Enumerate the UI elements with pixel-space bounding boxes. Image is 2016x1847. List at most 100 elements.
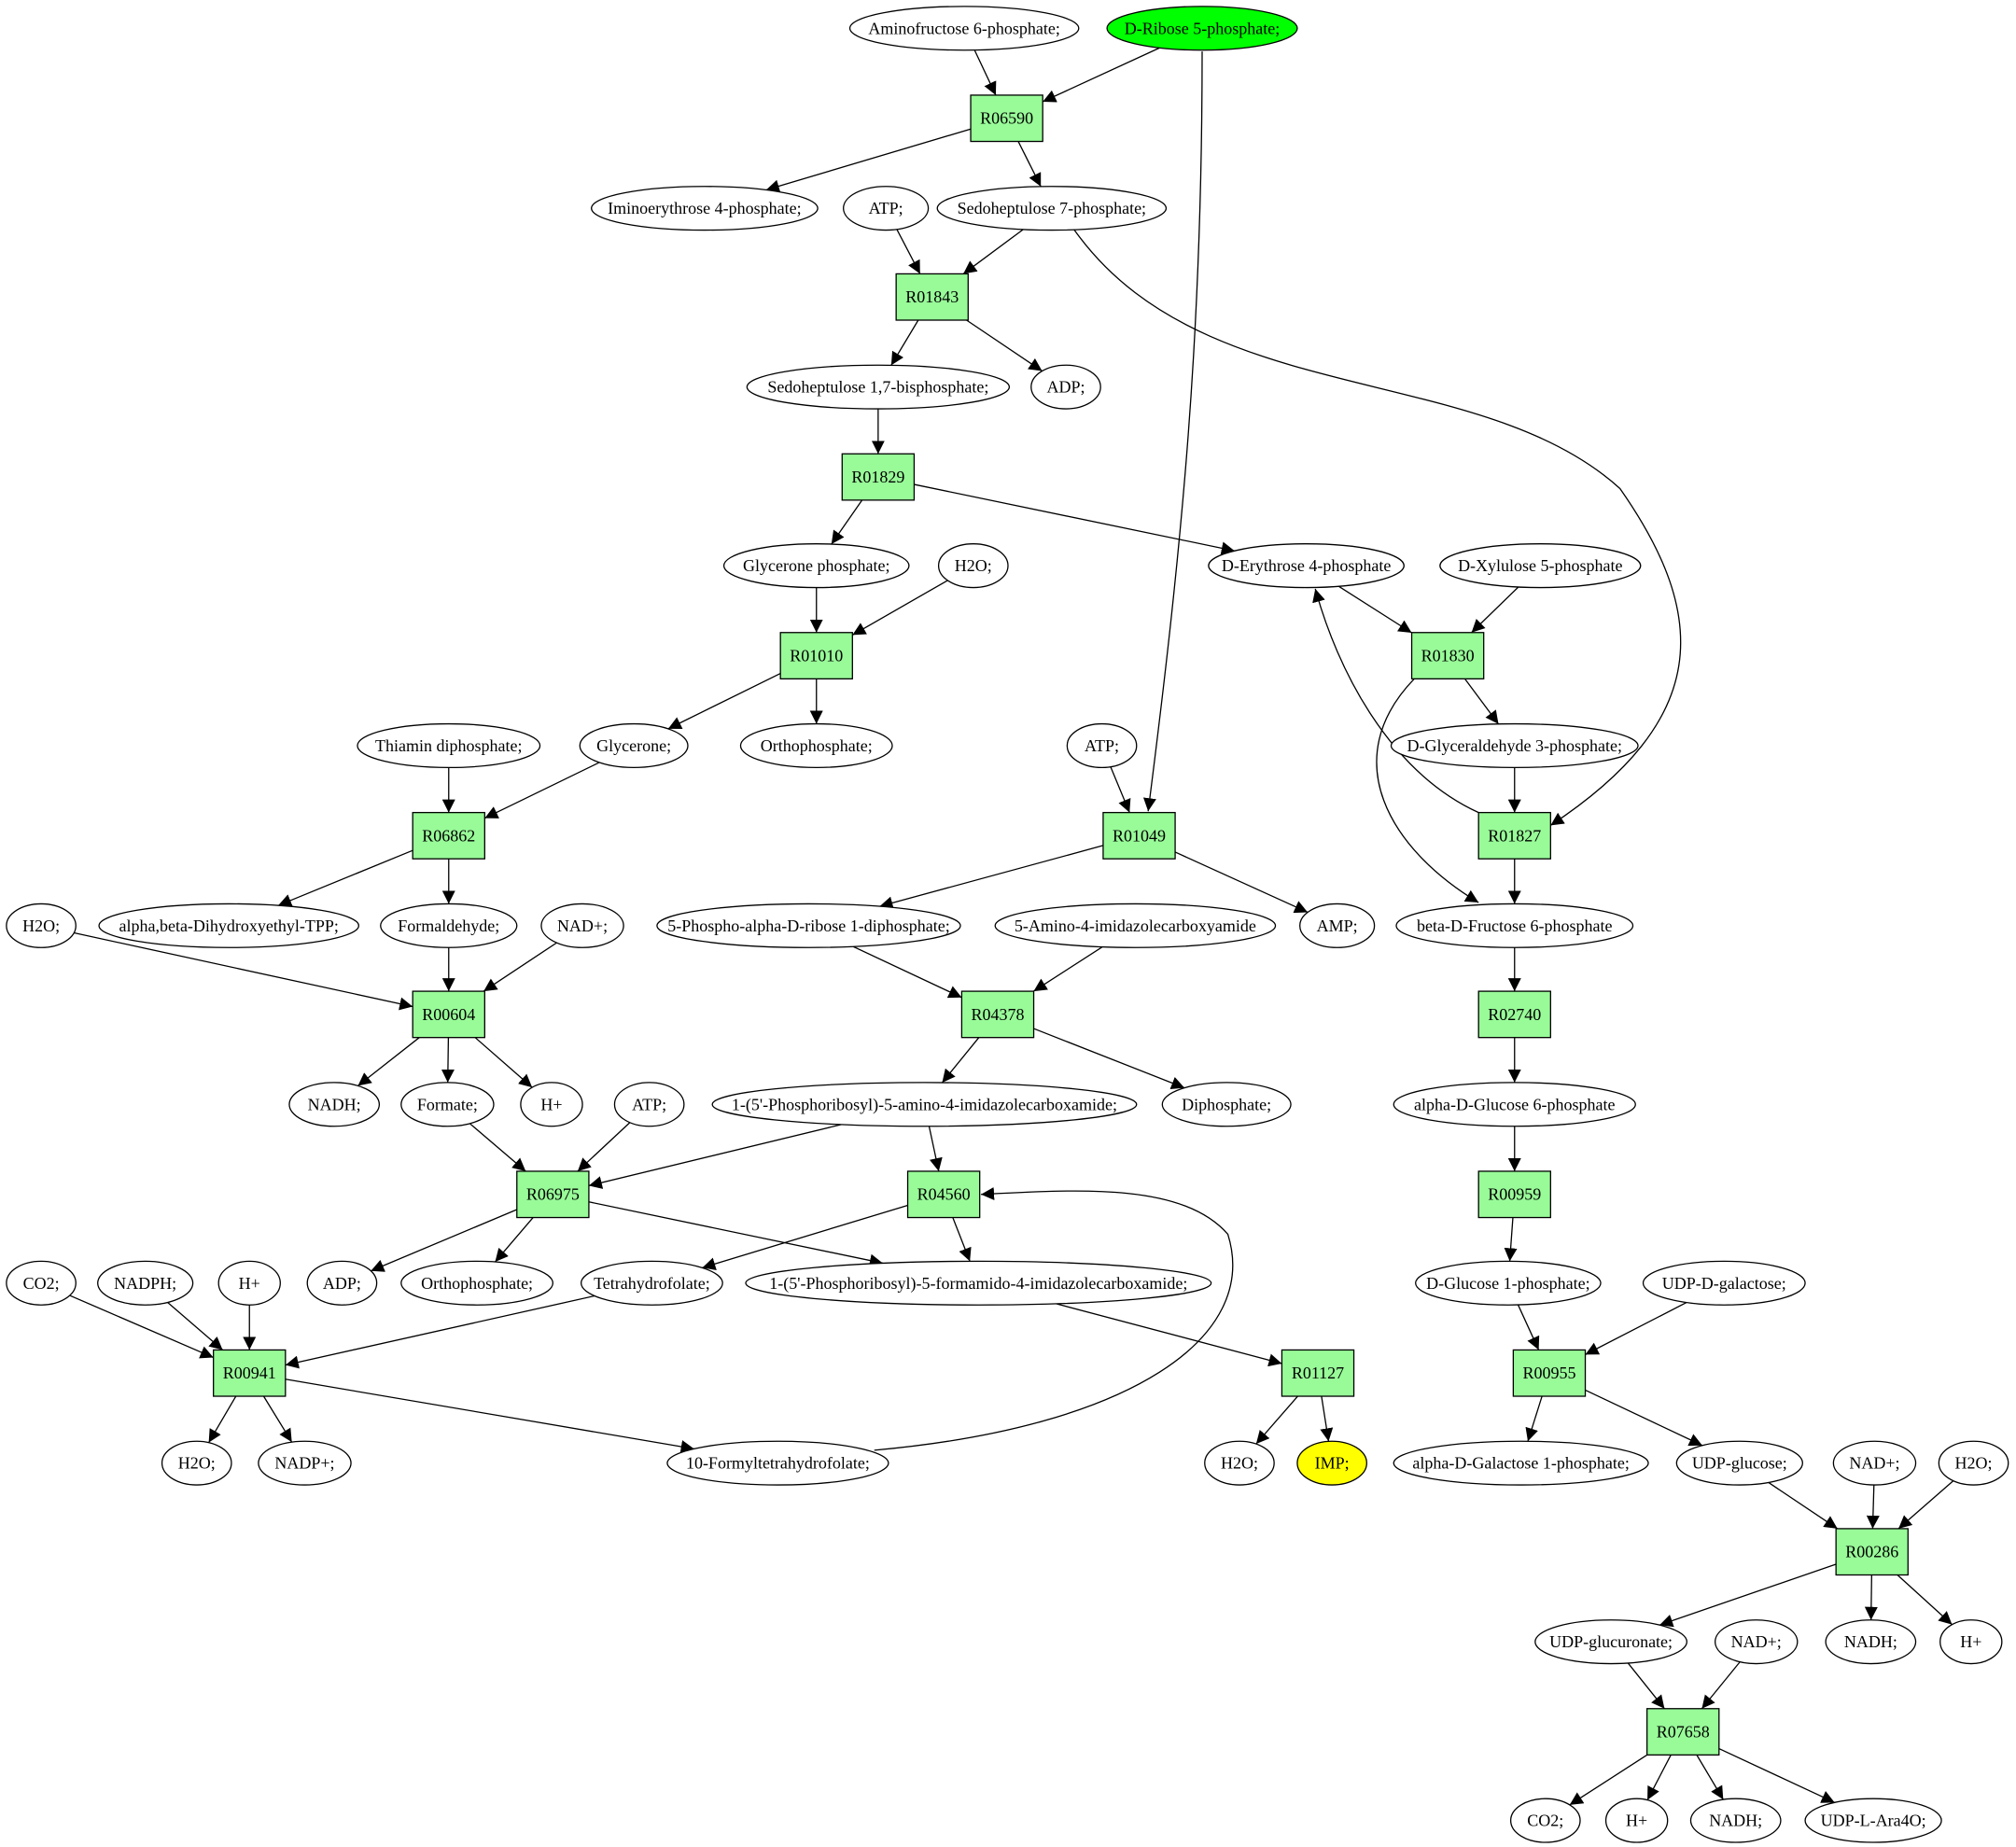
- edge-R01830-to-dglyceraldehyde3p: [1464, 678, 1500, 725]
- metabolite-ellipse: [1534, 1619, 1687, 1665]
- metabolite-node-atp1: ATP;: [843, 186, 930, 231]
- reaction-node-R00286: R00286: [1835, 1528, 1909, 1576]
- node-label: alpha-D-Galactose 1-phosphate;: [1412, 1454, 1629, 1473]
- reaction-box: [412, 811, 485, 860]
- reaction-node-R07658: R07658: [1645, 1708, 1720, 1756]
- edge-R00955-to-adgalactose1p: [1525, 1395, 1543, 1442]
- metabolite-node-h2o4: H2O;: [1204, 1440, 1275, 1486]
- metabolite-node-atp3: ATP;: [613, 1082, 685, 1127]
- edge-aicar-to-R04560: [928, 1126, 943, 1172]
- metabolite-node-sedoheptulose7p: Sedoheptulose 7-phosphate;: [936, 186, 1168, 231]
- node-label: R06862: [422, 826, 475, 845]
- reaction-node-R06975: R06975: [516, 1170, 590, 1219]
- node-label: 1-(5'-Phosphoribosyl)-5-amino-4-imidazol…: [732, 1095, 1117, 1114]
- reaction-node-R04378: R04378: [960, 990, 1035, 1039]
- metabolite-node-dglyceraldehyde3p: D-Glyceraldehyde 3-phosphate;: [1390, 722, 1639, 769]
- metabolite-node-nadplus1: NAD+;: [540, 903, 624, 948]
- node-label: Glycerone;: [596, 736, 671, 755]
- node-label: NADH;: [1844, 1632, 1897, 1651]
- node-label: R00955: [1522, 1364, 1575, 1382]
- reaction-box: [412, 990, 485, 1039]
- node-label: H+: [540, 1095, 562, 1113]
- metabolite-node-dxylulose5p: D-Xylulose 5-phosphate: [1439, 543, 1642, 589]
- node-label: R00286: [1845, 1543, 1898, 1561]
- metabolite-ellipse: [1395, 903, 1634, 948]
- metabolite-ellipse: [1439, 543, 1642, 589]
- reaction-box: [1102, 811, 1176, 860]
- node-label: H2O;: [22, 917, 60, 935]
- edge-R01827-to-derythrose4p: [1312, 588, 1479, 814]
- edge-aicar-to-R06975: [588, 1124, 842, 1189]
- metabolite-node-imp: IMP;: [1296, 1440, 1367, 1486]
- node-label: 5-Phospho-alpha-D-ribose 1-diphosphate;: [667, 917, 949, 935]
- edge-nadplus1-to-R00604: [483, 942, 557, 992]
- node-label: 10-Formyltetrahydrofolate;: [686, 1454, 870, 1473]
- metabolite-node-thiamindp: Thiamin diphosphate;: [357, 722, 541, 769]
- node-label: NAD+;: [1849, 1454, 1899, 1473]
- edge-h2o2-to-R00604: [74, 931, 413, 1011]
- metabolite-ellipse: [1715, 1619, 1799, 1665]
- node-label: R04560: [917, 1185, 971, 1204]
- metabolite-ellipse: [936, 186, 1168, 231]
- node-label: Formate;: [417, 1095, 478, 1113]
- metabolite-ellipse: [1604, 1798, 1669, 1843]
- metabolite-ellipse: [1415, 1260, 1602, 1306]
- metabolite-node-h2o2: H2O;: [6, 903, 77, 948]
- reaction-box: [1410, 632, 1485, 679]
- metabolite-ellipse: [306, 1260, 378, 1306]
- metabolite-node-nadplus3: NAD+;: [1715, 1619, 1799, 1665]
- edge-udpglucuronate-to-R07658: [1627, 1662, 1665, 1710]
- edge-R00604-to-nadh1: [357, 1037, 420, 1086]
- metabolite-ellipse: [745, 1260, 1212, 1306]
- node-label: R01127: [1292, 1364, 1344, 1382]
- metabolite-node-adp2: ADP;: [306, 1260, 378, 1306]
- metabolite-node-aminofructose6p: Aminofructose 6-phosphate;: [848, 6, 1080, 51]
- metabolite-ellipse: [1804, 1798, 1942, 1843]
- metabolite-node-glyceronep: Glycerone phosphate;: [722, 543, 910, 589]
- edge-R06590-to-iminoerythrose4p: [765, 128, 972, 193]
- edge-h2o5-to-R00286: [1897, 1480, 1954, 1530]
- metabolite-ellipse: [746, 364, 1011, 410]
- edge-nadph-to-R00941: [167, 1301, 223, 1350]
- node-label: Glycerone phosphate;: [743, 556, 889, 575]
- metabolite-ellipse: [1066, 722, 1138, 769]
- metabolite-ellipse: [1299, 903, 1376, 948]
- node-label: 1-(5'-Phosphoribosyl)-5-formamido-4-imid…: [769, 1274, 1187, 1294]
- metabolite-node-udpgalactose: UDP-D-galactose;: [1642, 1260, 1806, 1306]
- metabolite-ellipse: [1509, 1798, 1581, 1843]
- reaction-node-R01829: R01829: [841, 453, 916, 501]
- metabolite-node-h2o3: H2O;: [161, 1440, 232, 1486]
- node-label: H2O;: [178, 1454, 216, 1473]
- metabolite-ellipse: [1825, 1619, 1917, 1665]
- metabolite-ellipse: [97, 1260, 194, 1306]
- edge-aica-to-R04378: [1033, 946, 1103, 992]
- node-label: R02740: [1488, 1005, 1541, 1024]
- reaction-box: [841, 453, 916, 501]
- metabolite-ellipse: [1832, 1440, 1917, 1486]
- edge-R04378-to-aicar: [941, 1037, 980, 1084]
- metabolite-node-udpglucose: UDP-glucose;: [1675, 1440, 1803, 1486]
- node-label: H+: [1960, 1632, 1981, 1651]
- node-label: H2O;: [955, 556, 992, 575]
- node-label: H+: [1626, 1812, 1647, 1830]
- metabolite-node-formylthf: 10-Formyltetrahydrofolate;: [666, 1440, 889, 1486]
- edge-faicar-to-R01127: [1056, 1303, 1282, 1367]
- reaction-node-R01843: R01843: [895, 273, 969, 321]
- edge-R06590-to-sedoheptulose7p: [1017, 141, 1042, 188]
- edge-R04560-to-thf: [702, 1204, 908, 1271]
- node-label: D-Glucose 1-phosphate;: [1426, 1274, 1589, 1293]
- reaction-box: [1512, 1349, 1587, 1397]
- node-label: ATP;: [1085, 736, 1119, 755]
- metabolite-ellipse: [1204, 1440, 1275, 1486]
- reaction-box: [1281, 1349, 1355, 1397]
- node-label: R00941: [223, 1364, 276, 1382]
- node-label: NAD+;: [1731, 1632, 1782, 1651]
- edge-glycerone-to-R06862: [484, 762, 600, 819]
- reaction-box: [516, 1170, 590, 1219]
- node-label: alpha,beta-Dihydroxyethyl-TPP;: [119, 917, 338, 935]
- metabolite-ellipse: [1938, 1440, 2009, 1486]
- reaction-node-R01127: R01127: [1281, 1349, 1355, 1397]
- reaction-box: [213, 1349, 287, 1397]
- metabolite-node-h2o1: H2O;: [937, 543, 1009, 589]
- edge-R00286-to-nadh2: [1864, 1574, 1878, 1620]
